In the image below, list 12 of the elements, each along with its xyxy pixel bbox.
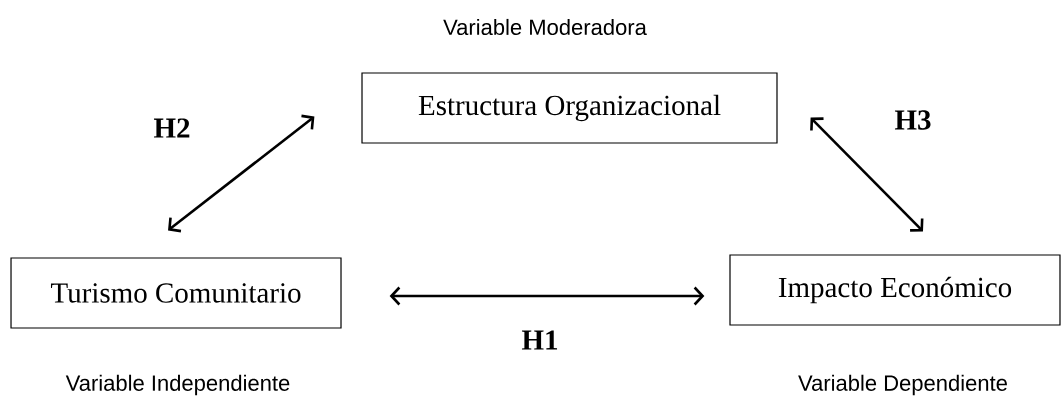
arrow bbox=[389, 286, 705, 306]
variable-label: Variable Independiente bbox=[65, 374, 290, 396]
edge-label: H1 bbox=[520, 329, 560, 351]
edge-label: H3 bbox=[893, 109, 933, 131]
variable-label: Variable Dependiente bbox=[798, 374, 1007, 396]
process-box: Turismo Comunitario bbox=[10, 257, 342, 329]
arrow bbox=[810, 117, 924, 232]
edge-label: H2 bbox=[152, 117, 192, 139]
arrow bbox=[168, 114, 315, 233]
variable-label: Variable Moderadora bbox=[443, 18, 647, 36]
process-box: Estructura Organizacional bbox=[361, 72, 778, 144]
process-box: Impacto Económico bbox=[729, 254, 1061, 326]
